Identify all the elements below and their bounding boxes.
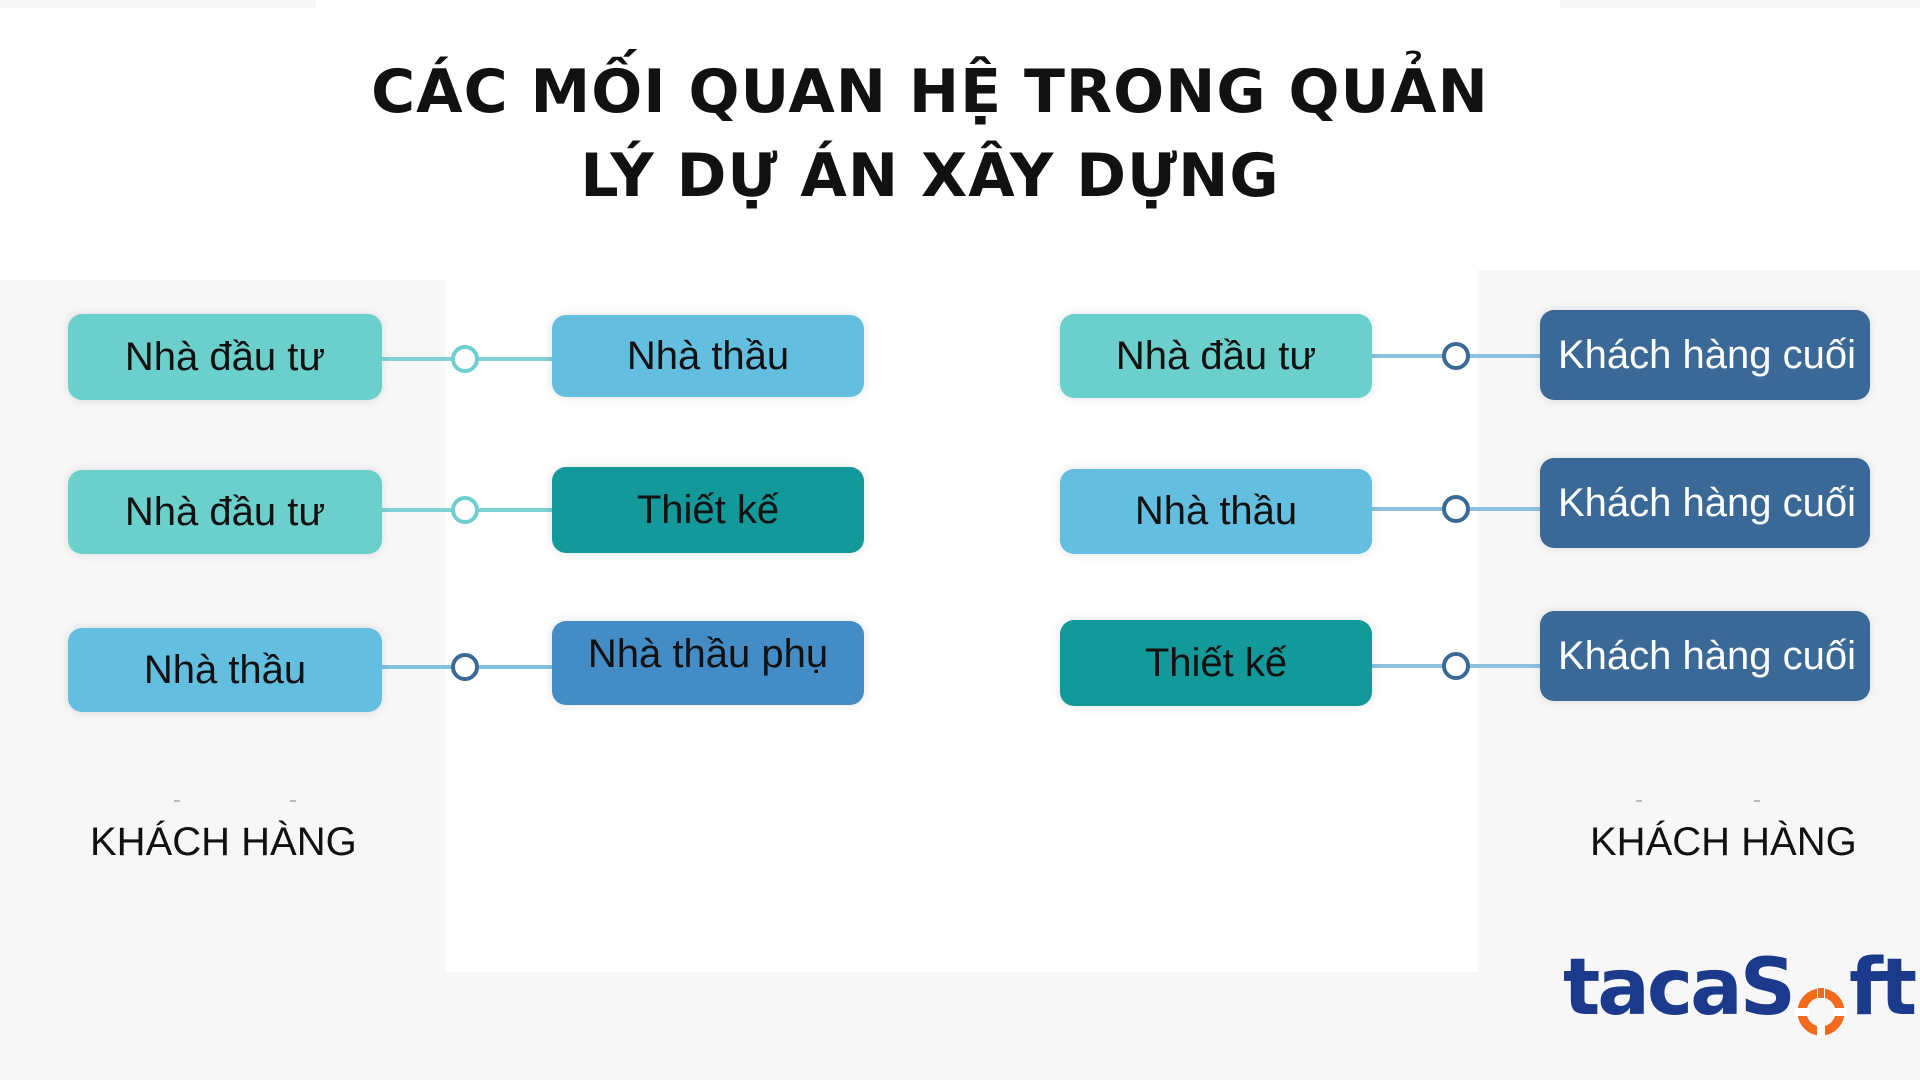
- connector-node: [451, 345, 479, 373]
- diagram-title: CÁC MỐI QUAN HỆ TRONG QUẢN LÝ DỰ ÁN XÂY …: [360, 50, 1500, 218]
- left-connector-row-2: [382, 496, 552, 524]
- tacasoft-logo: tacaS ft: [1563, 943, 1917, 1038]
- box-label: Nhà thầu phụ: [587, 631, 829, 676]
- background-panel: [1560, 0, 1920, 8]
- left-caption: KHÁCH HÀNG: [90, 820, 357, 864]
- title-line-1: CÁC MỐI QUAN HỆ TRONG QUẢN: [371, 57, 1489, 127]
- bottom-background-panel: [0, 972, 1920, 1080]
- contractor-box: Nhà thầu: [68, 628, 382, 712]
- end-customer-box: Khách hàng cuối: [1540, 611, 1870, 701]
- box-label: Thiết kế: [1144, 640, 1288, 685]
- investor-box: Nhà đầu tư: [68, 314, 382, 400]
- box-label: Nhà thầu: [1134, 489, 1298, 533]
- background-panel: [0, 0, 316, 8]
- end-customer-box: Khách hàng cuối: [1540, 310, 1870, 400]
- investor-box: Nhà đầu tư: [1060, 314, 1372, 398]
- box-label: Nhà thầu: [626, 333, 790, 378]
- connector-node: [1442, 652, 1470, 680]
- orange-target-o-icon: [1794, 967, 1847, 1038]
- investor-box: Nhà đầu tư: [68, 470, 382, 554]
- subcontractor-box: Nhà thầu phụ: [552, 621, 864, 705]
- box-label: Nhà đầu tư: [124, 489, 326, 534]
- box-label: Thiết kế: [636, 487, 780, 532]
- left-connector-row-1: [382, 345, 552, 373]
- contractor-box: Nhà thầu: [552, 315, 864, 397]
- box-label: Khách hàng cuối: [1558, 480, 1857, 525]
- box-label: Khách hàng cuối: [1558, 332, 1857, 377]
- contractor-box: Nhà thầu: [1060, 469, 1372, 554]
- connector-node: [1442, 342, 1470, 370]
- connector-node: [1442, 495, 1470, 523]
- logo-text-end: ft: [1848, 943, 1917, 1033]
- box-label: Nhà đầu tư: [1115, 333, 1317, 378]
- box-label: Nhà thầu: [143, 647, 307, 692]
- right-connector-row-3: [1372, 652, 1540, 680]
- right-caption: KHÁCH HÀNG: [1590, 820, 1857, 864]
- left-connector-row-3: [382, 653, 552, 681]
- design-box: Thiết kế: [552, 467, 864, 553]
- right-connector-row-2: [1372, 495, 1540, 523]
- orange-target-o-icon-svg: [1794, 986, 1847, 1038]
- connector-node: [451, 496, 479, 524]
- title-line-2: LÝ DỰ ÁN XÂY DỰNG: [580, 141, 1280, 211]
- logo-text-start: tacaS: [1563, 943, 1796, 1033]
- connector-node: [451, 653, 479, 681]
- box-label: Khách hàng cuối: [1558, 633, 1857, 678]
- right-connector-row-1: [1372, 342, 1540, 370]
- design-box: Thiết kế: [1060, 620, 1372, 706]
- end-customer-box: Khách hàng cuối: [1540, 458, 1870, 548]
- box-label: Nhà đầu tư: [124, 334, 326, 379]
